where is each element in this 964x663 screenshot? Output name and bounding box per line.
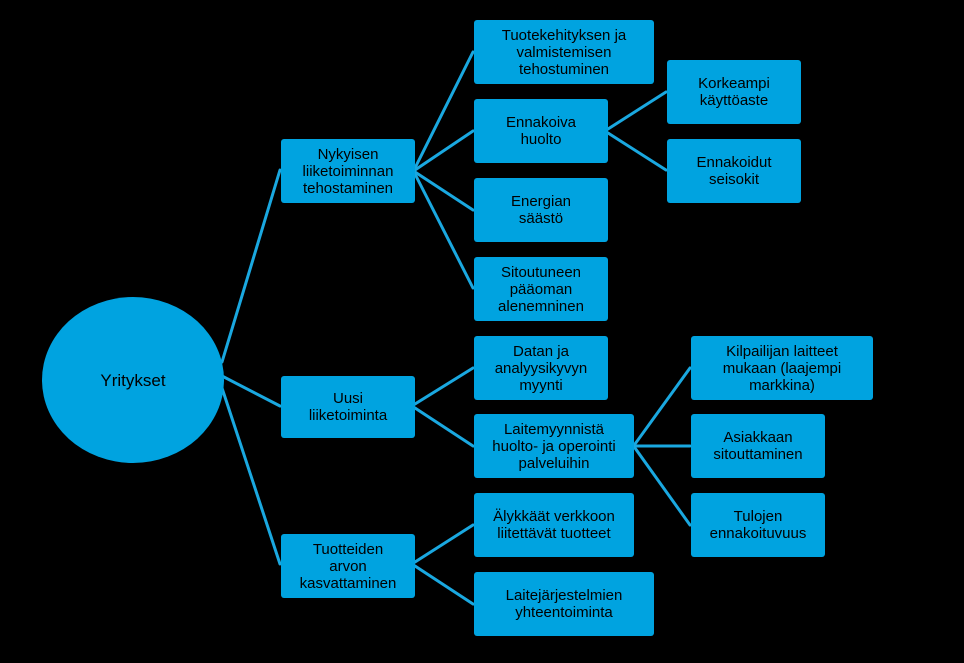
node-kilpailijan-laitteet-mukaan: Kilpailijan laitteet mukaan (laajempi ma… xyxy=(691,336,873,400)
connector-root-to-tuotteiden xyxy=(220,386,282,566)
root-node-yritykset: Yritykset xyxy=(42,297,224,463)
connector-ennakoiva-to-ennakoidut xyxy=(606,131,668,172)
connector-nykyisen-to-tuotekehitys xyxy=(413,50,475,170)
node-sitoutuneen-paaoman-alenemninen: Sitoutuneen pääoman alenemninen xyxy=(474,257,608,321)
connector-nykyisen-to-ennakoiva xyxy=(413,129,475,172)
connector-root-to-nykyisen xyxy=(220,168,282,364)
connector-laitemyynti-to-tulojen xyxy=(633,446,692,527)
connector-nykyisen-to-energia xyxy=(413,170,475,212)
connector-tuotteiden-to-alykkaat xyxy=(413,523,475,564)
node-datan-analyysikyvyn-myynti: Datan ja analyysikyvyn myynti xyxy=(474,336,608,400)
node-asiakkaan-sitouttaminen: Asiakkaan sitouttaminen xyxy=(691,414,825,478)
node-uusi-liiketoiminta: Uusi liiketoiminta xyxy=(281,376,415,438)
node-korkeampi-kayttoaste: Korkeampi käyttöaste xyxy=(667,60,801,124)
node-ennakoiva-huolto: Ennakoiva huolto xyxy=(474,99,608,163)
node-tulojen-ennakoituvuus: Tulojen ennakoituvuus xyxy=(691,493,825,557)
connector-ennakoiva-to-korkeampi xyxy=(606,90,668,131)
node-ennakoidut-seisokit: Ennakoidut seisokit xyxy=(667,139,801,203)
node-tuotteiden-arvon-kasvattaminen: Tuotteiden arvon kasvattaminen xyxy=(281,534,415,598)
node-nykyisen-liiketoiminnan-tehostaminen: Nykyisen liiketoiminnan tehostaminen xyxy=(281,139,415,203)
node-alykkaat-verkkoon-liitettavat-tuotteet: Älykkäät verkkoon liitettävät tuotteet xyxy=(474,493,634,557)
node-tuotekehityksen-tehostuminen: Tuotekehityksen ja valmistemisen tehostu… xyxy=(474,20,654,84)
connector-uusi-to-laitemyynti xyxy=(413,406,475,448)
node-laitemyynnista-palveluihin: Laitemyynnistä huolto- ja operointi palv… xyxy=(474,414,634,478)
node-energian-saasto: Energian säästö xyxy=(474,178,608,242)
connector-uusi-to-datan xyxy=(413,366,475,406)
connector-laitemyynti-to-kilpailijan xyxy=(633,366,692,446)
connector-tuotteiden-to-laitejarjestelmien xyxy=(413,564,475,606)
node-laitejarjestelmien-yhteentoiminta: Laitejärjestelmien yhteentoiminta xyxy=(474,572,654,636)
connector-nykyisen-to-sitoutuneen xyxy=(413,172,475,290)
connector-root-to-uusi xyxy=(220,374,282,408)
